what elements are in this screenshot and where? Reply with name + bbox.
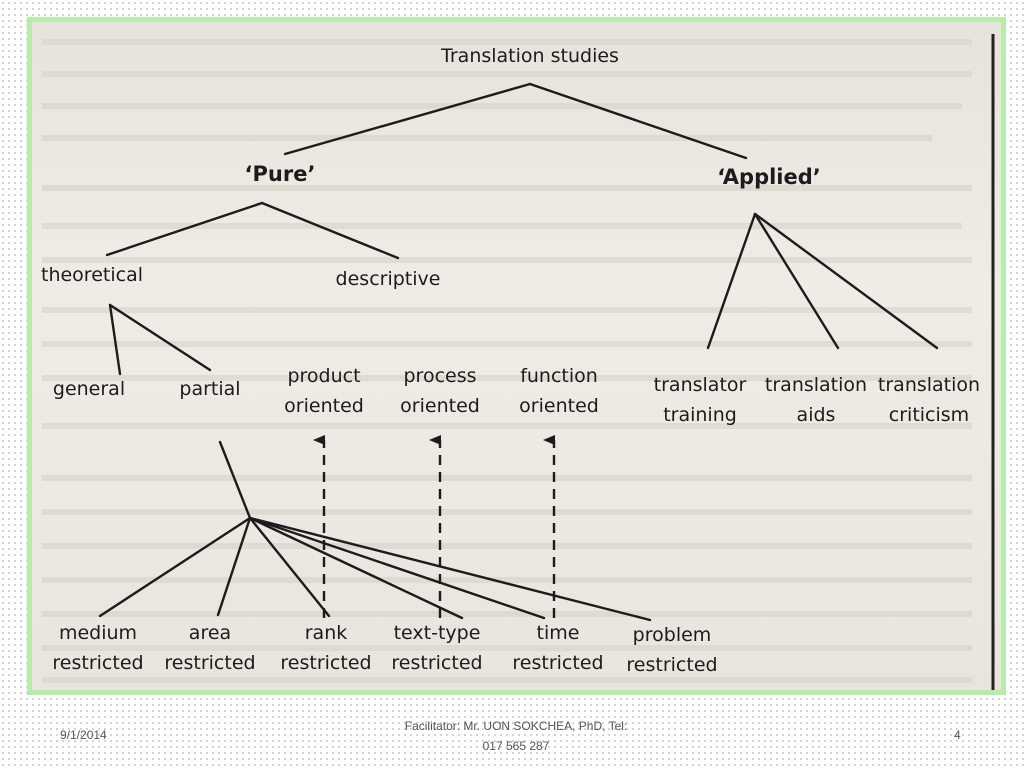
edge-root-pure — [283, 82, 532, 156]
scanned-diagram: Translation studies ‘Pure’ ‘Applied’ the… — [32, 22, 1001, 690]
node-process-line1: process — [403, 365, 477, 387]
node-rank-restricted: rank restricted — [280, 618, 371, 678]
node-time-restricted: time restricted — [512, 618, 603, 678]
node-criticism-line1: translation — [877, 374, 981, 396]
node-medium-restricted: medium restricted — [52, 618, 143, 678]
node-area-line2: restricted — [164, 652, 256, 674]
edge-hub-area — [216, 516, 252, 617]
node-area-line1: area — [188, 622, 232, 644]
node-texttype-line2: restricted — [391, 652, 483, 674]
node-medium-line1: medium — [58, 622, 138, 644]
node-texttype-restricted: text-type restricted — [391, 618, 482, 678]
node-product-line1: product — [287, 365, 361, 387]
node-problem-line1: problem — [632, 624, 712, 646]
node-time-line2: restricted — [512, 652, 604, 674]
node-process-line2: oriented — [400, 395, 480, 417]
node-criticism-line2: criticism — [888, 404, 970, 426]
edge-hub-time — [248, 516, 546, 620]
node-texttype-line1: text-type — [393, 622, 481, 644]
node-translation-criticism: translation criticism — [878, 370, 980, 430]
node-medium-line2: restricted — [52, 652, 144, 674]
node-general: general — [52, 378, 126, 400]
edge-theoretical-partial — [108, 303, 212, 372]
node-aids-line1: translation — [764, 374, 868, 396]
footer-facilitator: Facilitator: Mr. UON SOKCHEA, PhD, Tel: … — [405, 716, 628, 756]
edge-hub-texttype — [248, 516, 464, 620]
node-time-line1: time — [536, 622, 580, 644]
node-product-line2: oriented — [284, 395, 364, 417]
tree-lines — [42, 34, 995, 690]
node-problem-restricted: problem restricted — [626, 620, 717, 680]
node-theoretical: theoretical — [41, 264, 143, 286]
node-rank-line1: rank — [304, 622, 348, 644]
footer-facilitator-line2: 017 565 287 — [482, 739, 550, 753]
node-pure: ‘Pure’ — [244, 162, 316, 186]
edge-hub-medium — [98, 516, 252, 618]
footer-date: 9/1/2014 — [60, 728, 107, 742]
node-product-oriented: product oriented — [284, 361, 364, 421]
node-applied: ‘Applied’ — [717, 165, 821, 189]
edge-pure-descriptive — [260, 201, 400, 260]
edge-hub-problem — [248, 516, 652, 622]
edge-pure-theoretical — [105, 201, 264, 257]
edge-theoretical-general — [108, 303, 122, 376]
node-function-line1: function — [520, 365, 598, 387]
edge-applied-aids — [753, 212, 840, 350]
node-translator-training: translator training — [654, 370, 747, 430]
edge-hub-rank — [248, 516, 331, 618]
node-translator-line1: translator — [653, 374, 747, 396]
node-rank-line2: restricted — [280, 652, 372, 674]
footer-facilitator-line1: Facilitator: Mr. UON SOKCHEA, PhD, Tel: — [404, 719, 628, 733]
node-aids-line2: aids — [796, 404, 836, 426]
node-partial: partial — [179, 378, 241, 400]
node-process-oriented: process oriented — [400, 361, 480, 421]
node-translation-studies: Translation studies — [441, 45, 619, 67]
edge-applied-translator — [706, 212, 757, 350]
edge-partial-hub — [218, 440, 252, 520]
edge-applied-criticism — [753, 212, 939, 350]
node-translator-line2: training — [663, 404, 737, 426]
node-area-restricted: area restricted — [164, 618, 255, 678]
edge-root-applied — [528, 82, 748, 160]
node-problem-line2: restricted — [626, 654, 718, 676]
footer-page-number: 4 — [954, 728, 961, 742]
node-translation-aids: translation aids — [765, 370, 867, 430]
node-function-oriented: function oriented — [519, 361, 599, 421]
node-descriptive: descriptive — [335, 268, 441, 290]
node-function-line2: oriented — [519, 395, 599, 417]
